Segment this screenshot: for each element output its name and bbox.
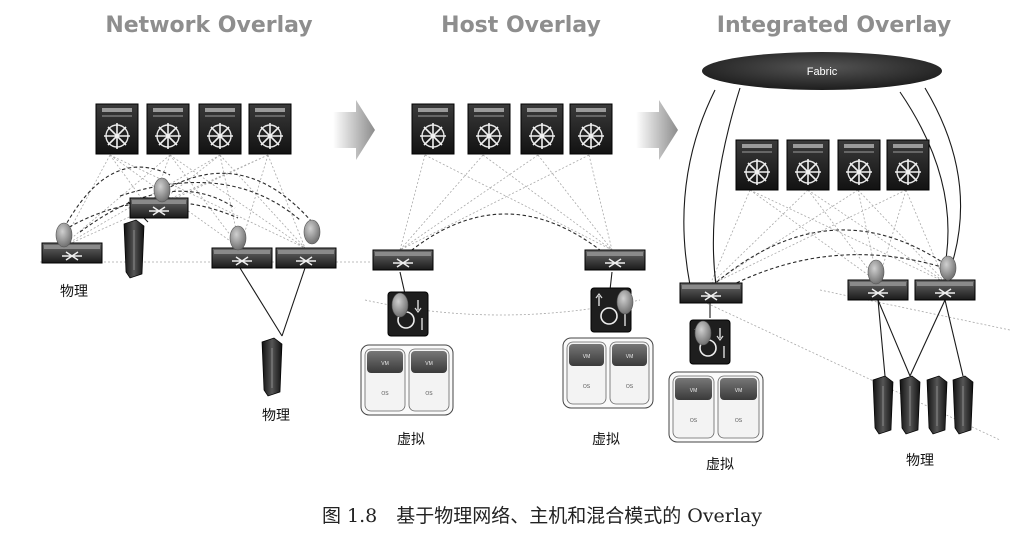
transition-arrow-icon: [636, 100, 678, 160]
server-icon: [952, 375, 974, 435]
vtep-icon: [867, 259, 885, 285]
vm-icon: VM OS: [566, 341, 607, 405]
spine-switch-icon: [198, 103, 242, 155]
spine-switch-icon: [248, 103, 292, 155]
os-label: OS: [626, 384, 634, 390]
leaf-switch-icon: [275, 247, 337, 269]
server-icon: [123, 219, 145, 279]
spine-switch-icon: [411, 103, 455, 155]
spine-switch-icon: [520, 103, 564, 155]
server-icon: [872, 375, 894, 435]
vtep-icon: [153, 177, 171, 203]
vtep-icon: [303, 219, 321, 245]
leaf-switch-icon: [372, 249, 434, 271]
spine-switch-icon: [467, 103, 511, 155]
spine-switch-icon: [146, 103, 190, 155]
leaf-switch-icon: [211, 247, 273, 269]
vm-label: VM: [425, 361, 433, 367]
vm-label: VM: [626, 354, 634, 360]
label-physical: 物理: [262, 408, 290, 424]
server-icon: [899, 375, 921, 435]
vm-host-icon: VM OS VM OS: [668, 371, 764, 443]
os-label: OS: [735, 418, 743, 424]
title-host-overlay: Host Overlay: [441, 13, 601, 38]
vm-icon: VM OS: [672, 375, 715, 439]
leaf-switch-icon: [584, 249, 646, 271]
label-virtual: 虚拟: [706, 457, 734, 473]
vtep-icon: [616, 289, 634, 315]
label-physical: 物理: [60, 284, 88, 300]
os-label: OS: [690, 418, 698, 424]
vm-icon: VM OS: [408, 348, 450, 412]
vm-icon: VM OS: [717, 375, 760, 439]
fabric-label: Fabric: [807, 66, 838, 78]
title-network-overlay: Network Overlay: [105, 13, 312, 38]
vm-label: VM: [735, 388, 743, 394]
figure-caption: 图 1.8 基于物理网络、主机和混合模式的 Overlay: [322, 505, 762, 527]
vm-label: VM: [583, 354, 591, 360]
spine-switch-icon: [886, 139, 930, 191]
os-label: OS: [583, 384, 591, 390]
spine-switch-icon: [786, 139, 830, 191]
label-physical: 物理: [906, 453, 934, 469]
transition-arrow-icon: [333, 100, 375, 160]
spine-switch-icon: [735, 139, 779, 191]
vm-icon: VM OS: [364, 348, 406, 412]
leaf-switch-icon: [129, 197, 189, 219]
os-label: OS: [381, 391, 389, 397]
vtep-icon: [229, 225, 247, 251]
vtep-icon: [939, 255, 957, 281]
spine-switch-icon: [95, 103, 139, 155]
spine-switch-icon: [837, 139, 881, 191]
leaf-switch-icon: [41, 242, 103, 264]
vm-icon: VM OS: [609, 341, 650, 405]
label-virtual: 虚拟: [397, 432, 425, 448]
title-integrated-overlay: Integrated Overlay: [717, 13, 951, 38]
server-icon: [926, 375, 948, 435]
vtep-icon: [391, 292, 409, 318]
vm-host-icon: VM OS VM OS: [360, 344, 454, 416]
vm-label: VM: [690, 388, 698, 394]
fabric-cloud: [702, 52, 942, 90]
vtep-icon: [694, 320, 712, 346]
server-icon: [261, 337, 283, 397]
leaf-switch-icon: [679, 282, 743, 304]
label-virtual: 虚拟: [592, 432, 620, 448]
vtep-icon: [55, 222, 73, 248]
spine-switch-icon: [569, 103, 613, 155]
os-label: OS: [425, 391, 433, 397]
vm-host-icon: VM OS VM OS: [562, 337, 654, 409]
leaf-switch-icon: [914, 279, 976, 301]
vm-label: VM: [381, 361, 389, 367]
